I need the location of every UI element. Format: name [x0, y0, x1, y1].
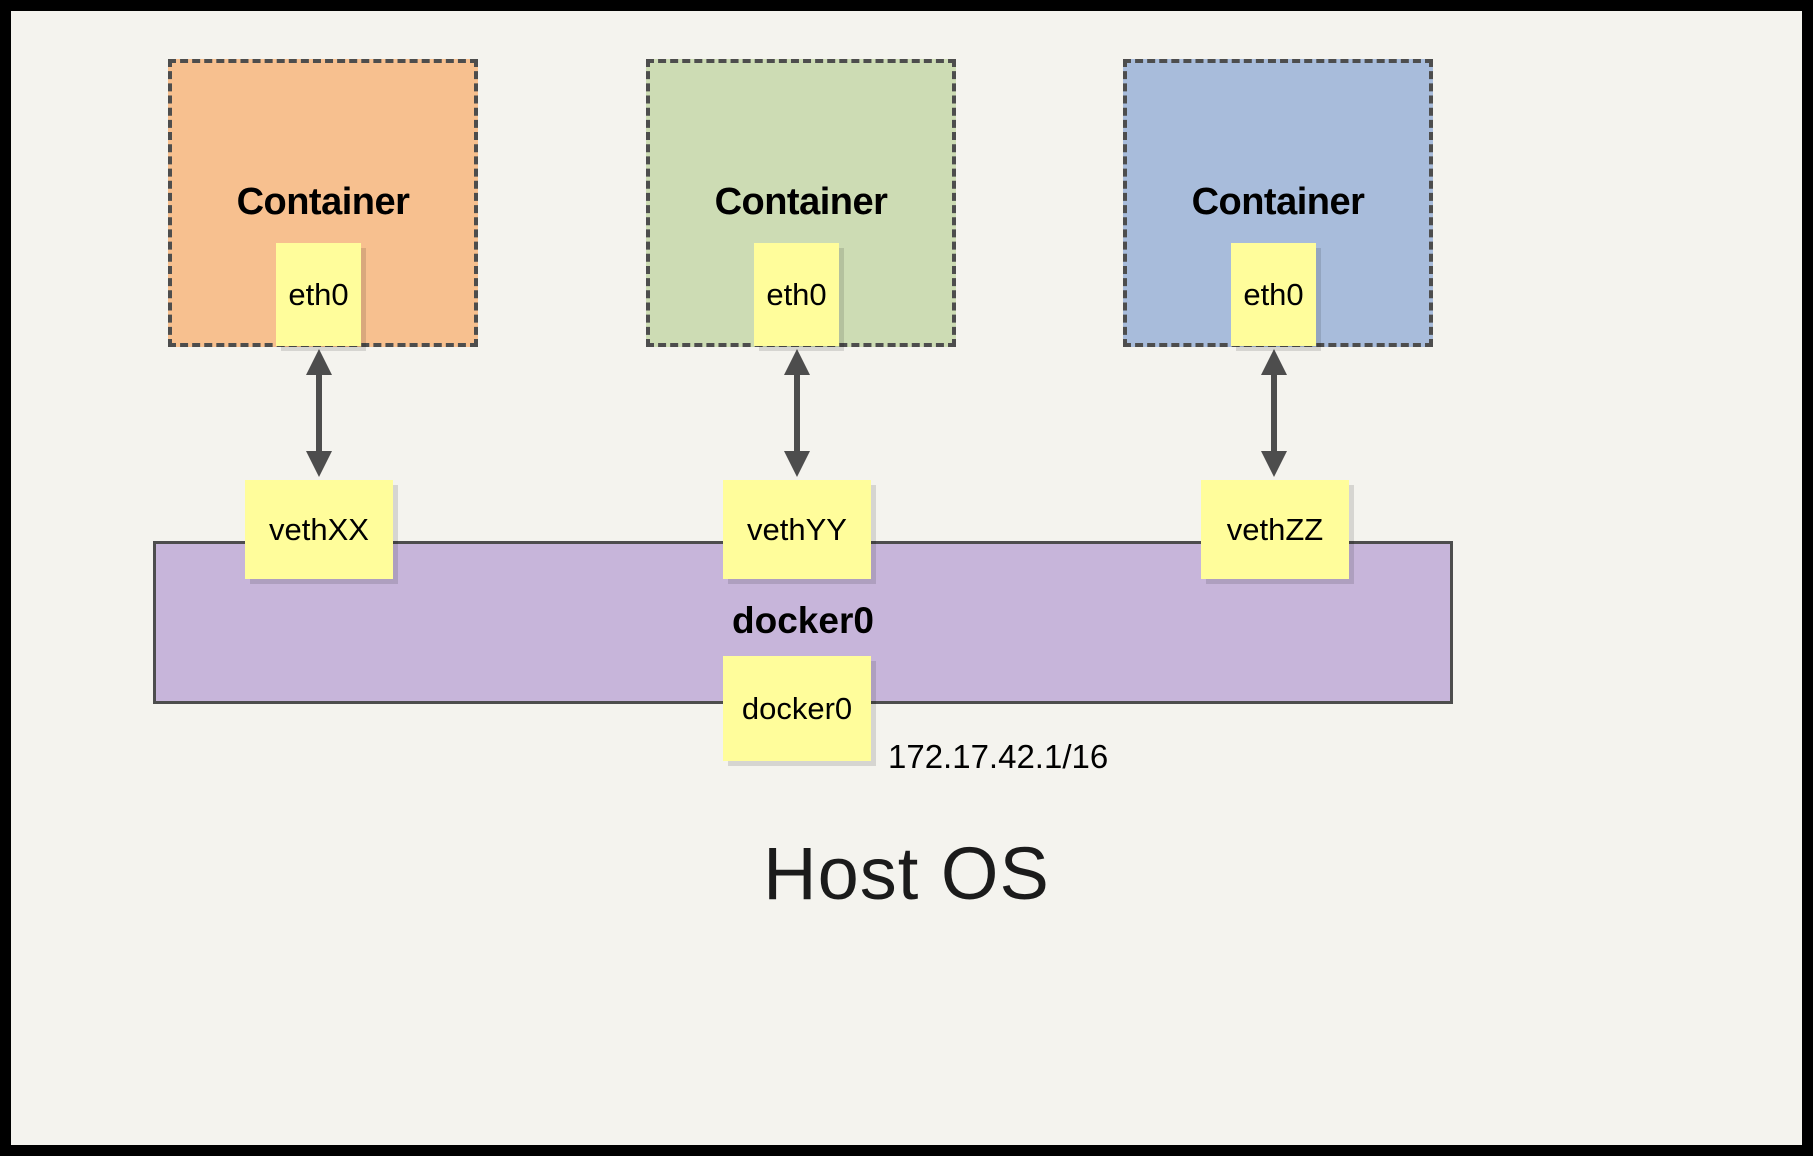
link-arrow-3	[1261, 349, 1287, 477]
link-arrow-2	[784, 349, 810, 477]
docker0-bridge-title: docker0	[732, 600, 874, 641]
docker0-ip-address: 172.17.42.1/16	[888, 738, 1109, 775]
container-eth0-3: eth0	[1231, 243, 1316, 346]
container-title-2: Container	[714, 181, 888, 223]
container-eth0-1: eth0	[276, 243, 361, 346]
host-os-label: Host OS	[763, 832, 1050, 915]
container-title-3: Container	[1191, 181, 1365, 223]
veth-box-2: vethYY	[723, 480, 871, 579]
veth-box-3: vethZZ	[1201, 480, 1349, 579]
link-arrow-1	[306, 349, 332, 477]
container-box-3: Container	[1123, 59, 1433, 347]
docker0-interface-box: docker0	[723, 656, 871, 761]
container-eth0-2: eth0	[754, 243, 839, 346]
veth-box-1: vethXX	[245, 480, 393, 579]
container-title-1: Container	[236, 181, 410, 223]
